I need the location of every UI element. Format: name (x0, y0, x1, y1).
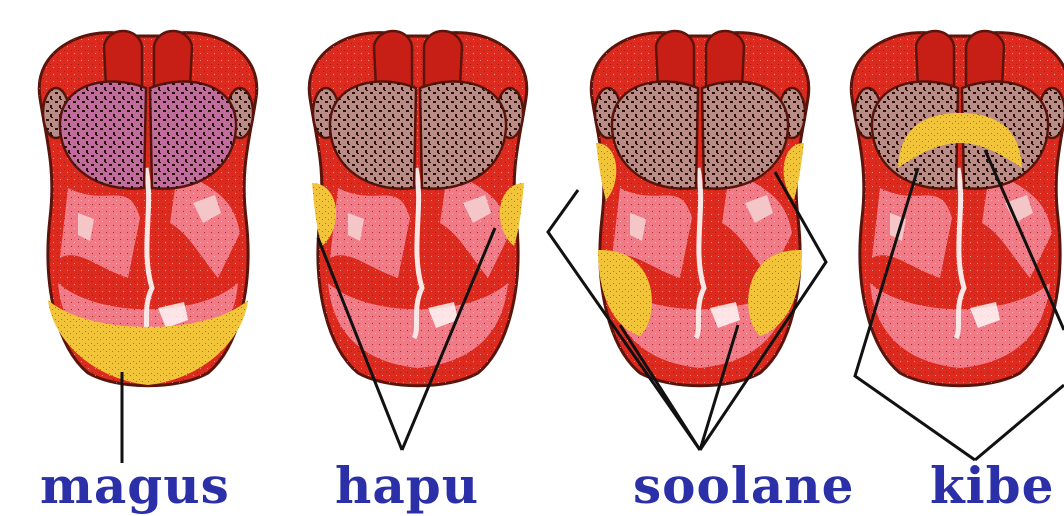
tongue-back-lobe (966, 31, 1004, 88)
tongue-back-lobe (706, 31, 744, 88)
tongue-back-lobe (104, 31, 142, 88)
tongue-back-lobe (374, 31, 412, 88)
pointer-kibe-right-b (975, 385, 1064, 460)
label-hapu: hapu (335, 458, 479, 514)
label-kibe: kibe (930, 458, 1054, 514)
label-soolane: soolane (633, 458, 854, 514)
tongue-magus (39, 31, 257, 386)
tongue-back-lobe (154, 31, 192, 88)
tongue-back-lobe (916, 31, 954, 88)
tongue-back-lobe (424, 31, 462, 88)
tongue-hapu (309, 31, 527, 386)
tongue-kibe (851, 31, 1064, 386)
tongue-back-lobe (656, 31, 694, 88)
label-magus: magus (40, 458, 230, 514)
